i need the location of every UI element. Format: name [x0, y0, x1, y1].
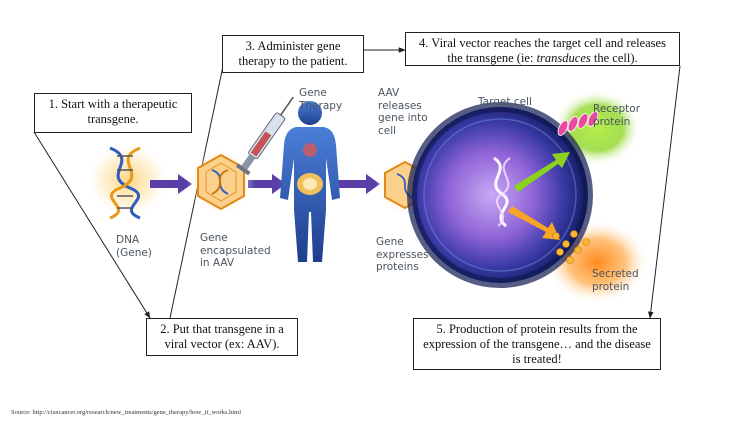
- step-3-box: 3. Administer gene therapy to the patien…: [222, 35, 364, 73]
- syringe-icon: [235, 96, 294, 176]
- aav-capsid-icon: [187, 148, 255, 216]
- step-4-emphasis: transduces: [536, 51, 591, 65]
- step-4-text: 4. Viral vector reaches the target cell …: [419, 36, 666, 65]
- dna-helix-icon: [86, 142, 170, 220]
- target-cell-icon: [407, 102, 593, 288]
- connector-lines: [33, 47, 681, 319]
- step-1-box: 1. Start with a therapeutic transgene.: [34, 93, 192, 133]
- gene-therapy-label: Gene Therapy: [299, 87, 343, 112]
- expresses-label: Gene expresses proteins: [376, 236, 429, 273]
- receptor-protein-icon: [557, 111, 599, 136]
- target-cell-label: Target cell: [478, 96, 532, 108]
- step-2-box: 2. Put that transgene in a viral vector …: [146, 318, 298, 356]
- aav-releases-label: AAV releases gene into cell: [378, 87, 428, 137]
- receptor-label: Receptor protein: [593, 103, 641, 128]
- dna-label: DNA (Gene): [116, 234, 152, 259]
- step-5-box: 5. Production of protein results from th…: [413, 318, 661, 370]
- step-4-box: 4. Viral vector reaches the target cell …: [405, 32, 680, 66]
- step-4-text-end: the cell).: [590, 51, 638, 65]
- secreted-label: Secreted protein: [592, 268, 639, 293]
- secreted-protein-icon: [552, 230, 590, 264]
- source-citation: Source: http://cisncancer.org/research/n…: [11, 409, 242, 416]
- patient-body-icon: [280, 101, 340, 262]
- encapsulated-label: Gene encapsulated in AAV: [200, 232, 271, 269]
